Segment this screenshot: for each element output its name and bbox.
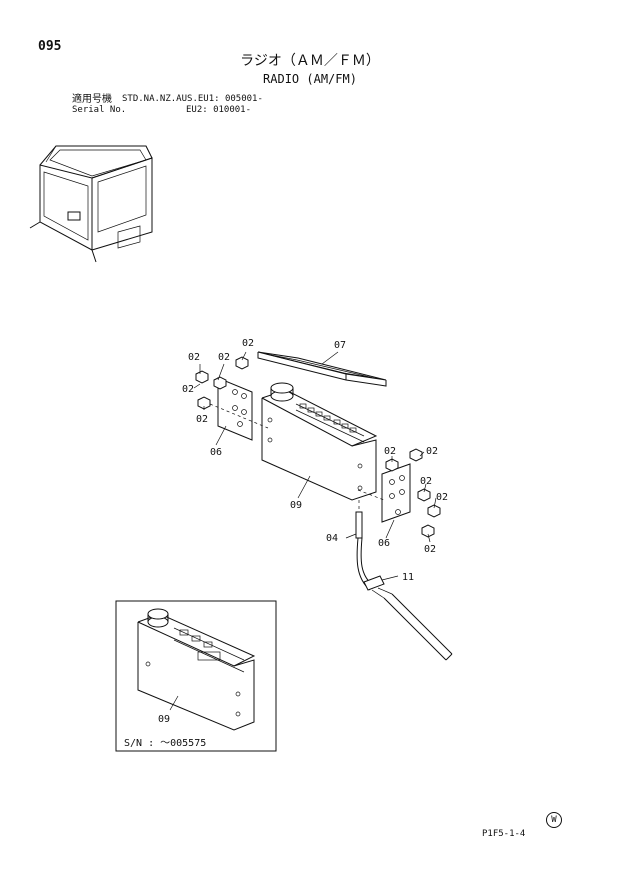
callout-tray: 07 [334,340,346,351]
callout-bolt: 02 [242,338,254,349]
title-english: RADIO (AM/FM) [263,72,357,86]
callout-bolt: 02 [188,352,200,363]
callout-labels: 02 02 02 02 02 06 07 09 04 11 02 02 02 0… [182,338,448,583]
callout-bolt: 02 [420,476,432,487]
callout-bracket-left: 06 [210,447,222,458]
inset-early-model: 09 [115,600,277,752]
bracket-right [381,463,411,523]
inset-serial-note: S/N : ～005575 [124,738,207,749]
serial-number-label: Serial No. [72,105,127,115]
bracket-left [217,377,253,441]
bolts [195,356,441,538]
assembly-lines [209,403,385,512]
page-number: 095 [38,39,62,54]
callout-bolt: 02 [196,414,208,425]
applicable-models-spec: STD.NA.NZ.AUS.EU1: 005001- [122,94,263,104]
callout-bracket-right: 06 [378,538,390,549]
region-mark: W [546,812,562,828]
applicable-models-label: 適用号機 [72,94,112,105]
leader-lines [193,351,437,581]
callout-radio: 09 [290,500,302,511]
callout-clamp: 11 [402,572,414,583]
tray [257,351,387,387]
serial-number-eu2: EU2: 010001- [186,105,252,115]
callout-bolt: 02 [426,446,438,457]
callout-bolt: 02 [436,492,448,503]
callout-bolt: 02 [424,544,436,555]
drawing-code: P1F5-1-4 [482,829,526,839]
antenna-cable [355,511,453,661]
title-japanese: ラジオ（ＡＭ／ＦＭ） [240,53,380,69]
callout-bolt: 02 [218,352,230,363]
callout-bolt: 02 [182,384,194,395]
radio-unit [261,382,378,501]
inset-part-label: 09 [158,714,170,725]
callout-bolt: 02 [384,446,396,457]
callout-cable: 04 [326,533,338,544]
cab-locator-sketch [29,145,153,263]
